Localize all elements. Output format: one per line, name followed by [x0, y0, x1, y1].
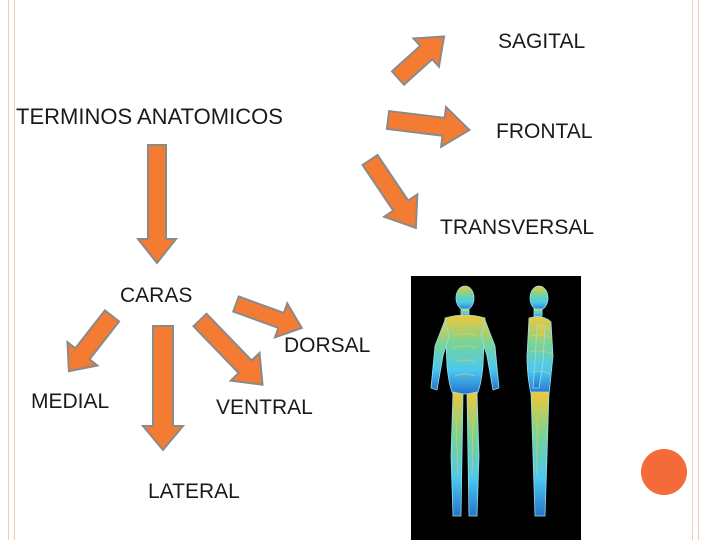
label-medial: MEDIAL: [31, 390, 110, 413]
side-contour-lines: [529, 334, 553, 476]
diagram-title: TERMINOS ANATOMICOS: [16, 104, 283, 129]
arrow-to-caras: [135, 144, 179, 265]
label-lateral: LATERAL: [148, 480, 240, 503]
left-frame-line: [8, 0, 9, 540]
accent-circle: [641, 449, 687, 495]
front-contour-lines: [452, 333, 478, 477]
left-frame-line-inner: [14, 0, 15, 540]
label-transversal: TRANSVERSAL: [440, 216, 595, 239]
arrow-to-lateral: [140, 325, 186, 452]
label-sagital: SAGITAL: [498, 30, 586, 53]
side-view-figure: [526, 285, 554, 517]
arrow-to-ventral: [192, 312, 264, 386]
right-frame-line: [692, 0, 693, 540]
arrow-to-medial: [66, 309, 121, 373]
arrow-to-transversal: [361, 153, 419, 230]
right-frame-line-inner: [698, 0, 699, 540]
arrow-to-dorsal: [231, 295, 304, 339]
body-figures-image: [411, 276, 581, 540]
label-frontal: FRONTAL: [496, 120, 593, 143]
arrow-to-frontal: [385, 104, 472, 149]
label-dorsal: DORSAL: [284, 334, 371, 357]
front-view-figure: [430, 285, 500, 517]
label-ventral: VENTRAL: [216, 396, 313, 419]
label-caras: CARAS: [120, 284, 193, 307]
body-figures-icon: [430, 285, 554, 517]
arrow-to-sagital: [390, 35, 446, 87]
